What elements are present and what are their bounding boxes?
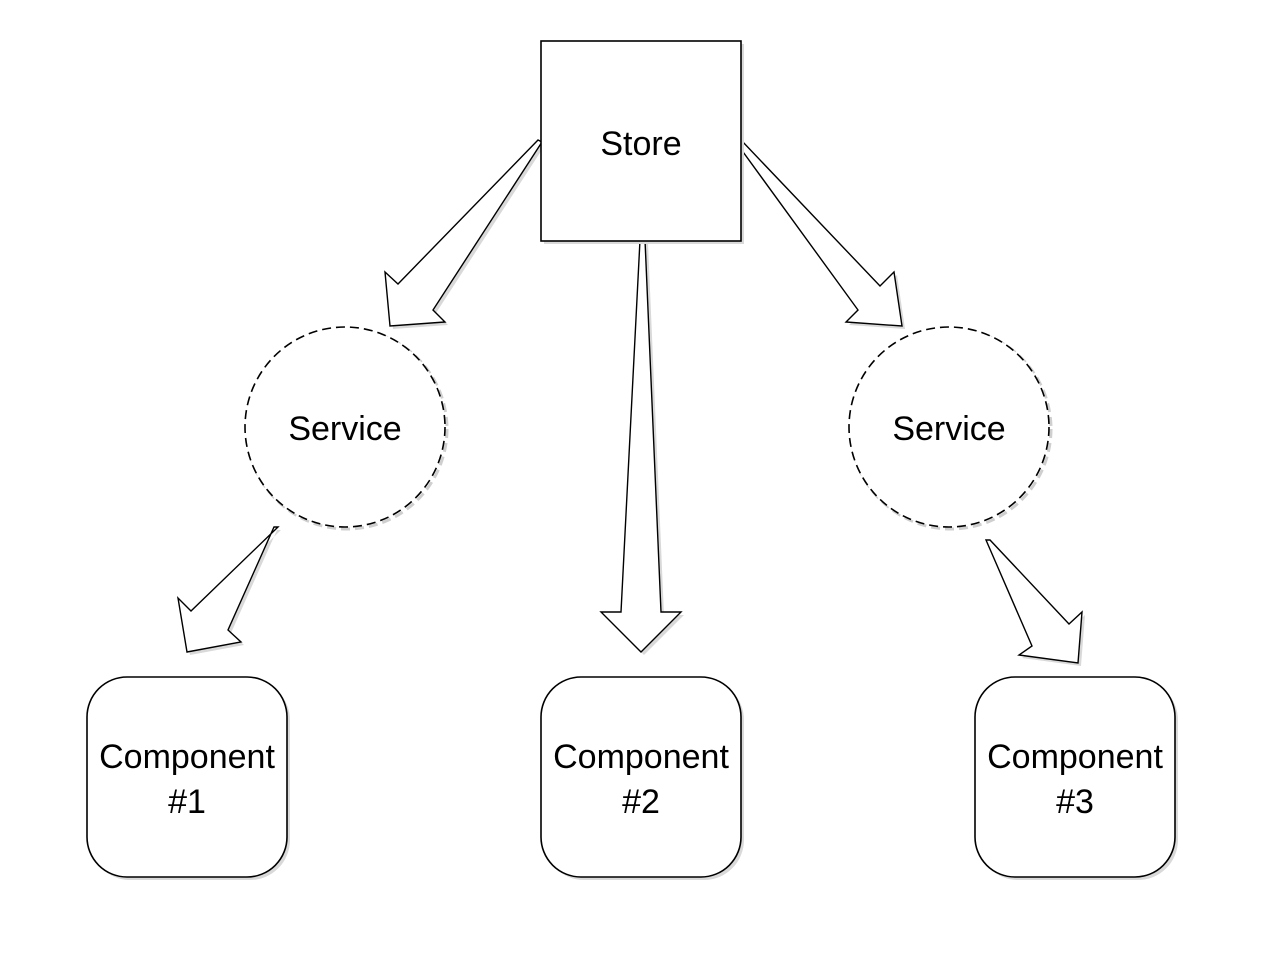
component-1-node: Component #1 (86, 676, 290, 880)
service-left-label: Service (288, 410, 401, 448)
component-1-label-line1: Component (99, 738, 275, 776)
arrow-service-right-to-component-3 (984, 539, 1085, 666)
arrow-service-left-to-component-1 (176, 526, 281, 655)
arrow-store-to-component-2 (599, 239, 684, 655)
service-right-label: Service (892, 410, 1005, 448)
arrow-store-to-service-right (737, 138, 905, 329)
component-2-label-line1: Component (553, 738, 729, 776)
component-2-label-line2: #2 (622, 783, 660, 821)
service-left-node: Service (244, 326, 449, 531)
service-right-node: Service (848, 326, 1053, 531)
component-3-label-line2: #3 (1056, 783, 1094, 821)
component-1-label-line2: #1 (168, 783, 206, 821)
component-3-node: Component #3 (974, 676, 1178, 880)
component-3-label-line1: Component (987, 738, 1163, 776)
store-node: Store (540, 40, 744, 244)
store-label: Store (600, 125, 681, 163)
arrow-store-to-service-left (384, 139, 545, 329)
component-2-node: Component #2 (540, 676, 744, 880)
